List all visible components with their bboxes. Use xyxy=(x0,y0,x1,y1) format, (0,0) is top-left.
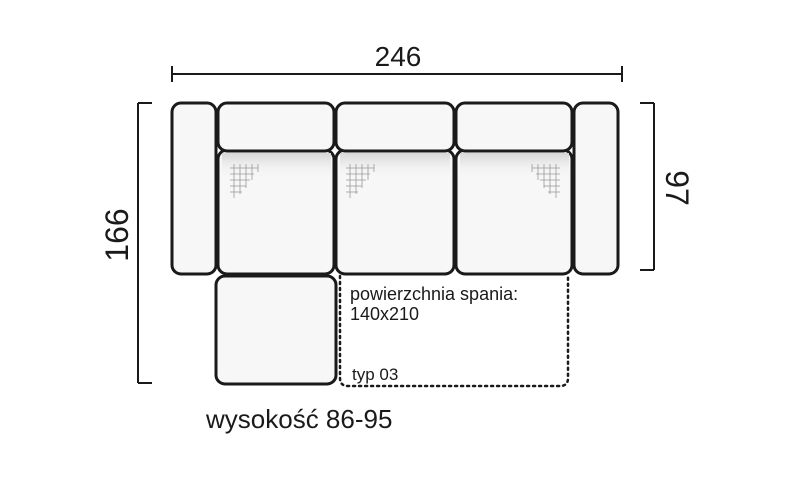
backrest-left xyxy=(216,101,336,153)
seat-left-shade xyxy=(222,153,331,179)
width-label: 246 xyxy=(375,41,422,72)
height-label: 166 xyxy=(99,208,135,261)
sofa xyxy=(170,101,620,388)
sleeping-area-label: powierzchnia spania: xyxy=(350,284,518,304)
height-dimension: 166 xyxy=(99,102,152,384)
sleeping-area-outline xyxy=(338,274,570,388)
depth-label: 97 xyxy=(659,170,695,206)
stitch-mark-left xyxy=(230,164,259,198)
stitch-mark-middle xyxy=(346,164,375,198)
stitch-mark-right xyxy=(531,164,560,198)
height-range-label: wysokość 86-95 xyxy=(205,404,392,434)
right-armrest xyxy=(572,101,620,276)
chaise-section xyxy=(214,274,338,386)
seat-middle-shade xyxy=(340,153,450,179)
left-armrest xyxy=(170,101,218,276)
depth-dimension: 97 xyxy=(640,102,695,271)
sleeping-area-size: 140x210 xyxy=(350,304,419,324)
seat-right-shade xyxy=(460,153,569,179)
backrest-middle xyxy=(334,101,456,153)
backrest-right xyxy=(454,101,574,153)
type-label: typ 03 xyxy=(352,365,398,384)
width-dimension: 246 xyxy=(171,41,623,82)
